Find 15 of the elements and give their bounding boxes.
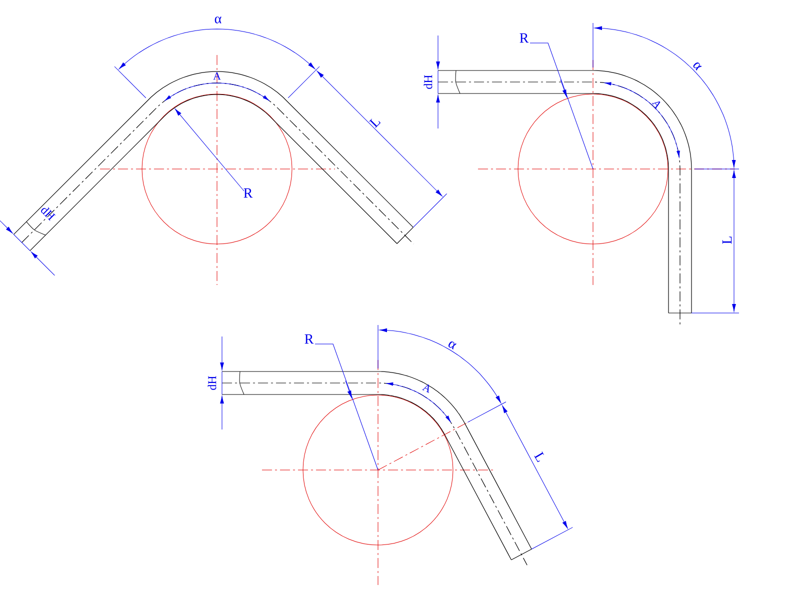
dimension-label: L: [722, 236, 732, 244]
dimension-label: dH: [424, 75, 432, 89]
dimension-label: dH: [41, 207, 56, 221]
dimension-label: A: [652, 101, 660, 110]
dimension-label: α: [448, 341, 457, 350]
dimension-label: L: [534, 451, 544, 462]
dimension-label: α: [693, 62, 702, 71]
dimension-label: α: [214, 16, 222, 24]
dimension-label: A: [213, 72, 221, 80]
dimension-label: R: [304, 334, 314, 344]
dimension-label: dH: [208, 376, 216, 390]
dimension-label: A: [422, 384, 430, 393]
dimension-label: R: [520, 33, 529, 43]
dimension-label: L: [369, 118, 381, 128]
dimension-label: R: [244, 188, 253, 198]
